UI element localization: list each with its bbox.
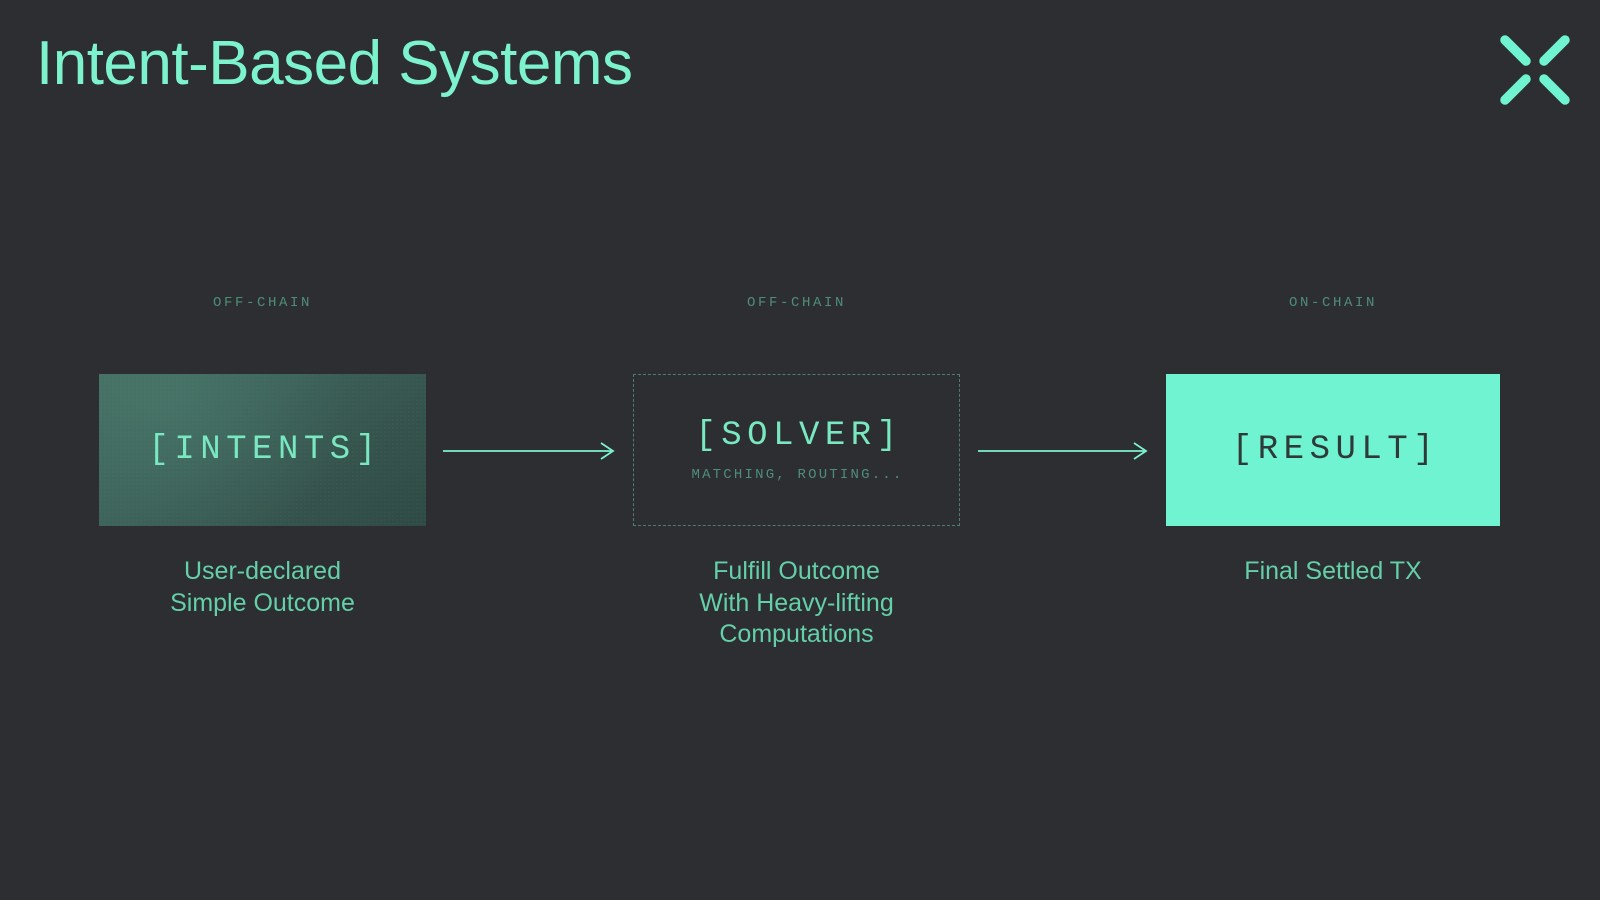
caption-line: User-declared	[183, 557, 341, 585]
caption-line: Computations	[719, 620, 874, 648]
stage-chain-label-intents: OFF-CHAIN	[212, 295, 312, 311]
x-mark-logo	[1498, 33, 1572, 107]
card-title-result: [RESULT]	[1231, 431, 1440, 469]
stage-chain-label-result: ON-CHAIN	[1288, 295, 1377, 311]
flow-stage-intents: OFF-CHAIN [INTENTS] User-declared Simple…	[99, 296, 426, 619]
card-title-solver: [SOLVER]	[695, 416, 903, 455]
caption-line: Final Settled TX	[1244, 557, 1422, 585]
stage-chain-label-solver: OFF-CHAIN	[746, 295, 846, 311]
card-intents[interactable]: [INTENTS]	[99, 374, 426, 526]
caption-result: Final Settled TX	[1166, 556, 1500, 588]
arrow-intents-to-solver	[443, 440, 615, 462]
card-solver[interactable]: [SOLVER] MATCHING, ROUTING...	[633, 374, 960, 526]
caption-line: Fulfill Outcome	[713, 557, 880, 585]
caption-line: Simple Outcome	[170, 588, 355, 617]
caption-intents: User-declared Simple Outcome	[99, 556, 426, 619]
flow-stage-solver: OFF-CHAIN [SOLVER] MATCHING, ROUTING... …	[633, 296, 960, 651]
arrow-solver-to-result	[978, 440, 1148, 462]
caption-line: With Heavy-lifting	[699, 588, 894, 617]
card-title-intents: [INTENTS]	[148, 431, 382, 469]
card-result[interactable]: [RESULT]	[1166, 374, 1500, 526]
caption-solver: Fulfill Outcome With Heavy-lifting Compu…	[633, 556, 960, 651]
page-title: Intent-Based Systems	[36, 29, 633, 98]
card-subtitle-solver: MATCHING, ROUTING...	[691, 466, 904, 483]
flow-stage-result: ON-CHAIN [RESULT] Final Settled TX	[1166, 296, 1500, 588]
